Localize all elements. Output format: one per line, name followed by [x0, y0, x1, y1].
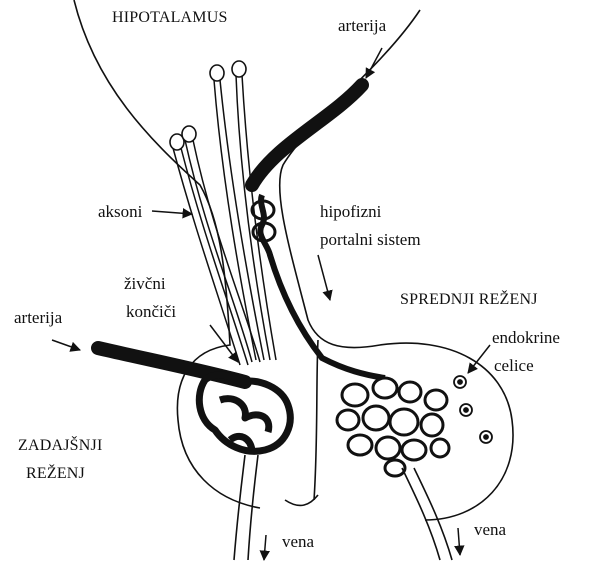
label-artery-top: arterija: [338, 16, 386, 36]
label-posterior-lobe-line2: REŽENJ: [26, 464, 85, 484]
label-artery-left: arterija: [14, 308, 62, 328]
label-endocrine-cells-line1: endokrine: [492, 328, 560, 348]
label-axons: aksoni: [98, 202, 142, 222]
label-portal-system-line2: portalni sistem: [320, 230, 421, 250]
label-vein-left: vena: [282, 532, 314, 552]
label-anterior-lobe: SPREDNJI REŽENJ: [400, 290, 538, 310]
label-portal-system-line1: hipofizni: [320, 202, 381, 222]
label-hypothalamus: HIPOTALAMUS: [112, 8, 228, 28]
label-nerve-endings-line1: živčni: [124, 274, 166, 294]
label-endocrine-cells-line2: celice: [494, 356, 534, 376]
neuron-cell-bodies: [170, 61, 246, 150]
vein-vessels: [234, 455, 452, 560]
label-vein-right: vena: [474, 520, 506, 540]
portal-vessel: [252, 195, 385, 378]
label-nerve-endings-line2: končiči: [126, 302, 176, 322]
label-posterior-lobe-line1: ZADAJŠNJI: [18, 436, 102, 456]
endocrine-cells: [454, 376, 492, 443]
anterior-capillary-plexus: [337, 378, 449, 476]
